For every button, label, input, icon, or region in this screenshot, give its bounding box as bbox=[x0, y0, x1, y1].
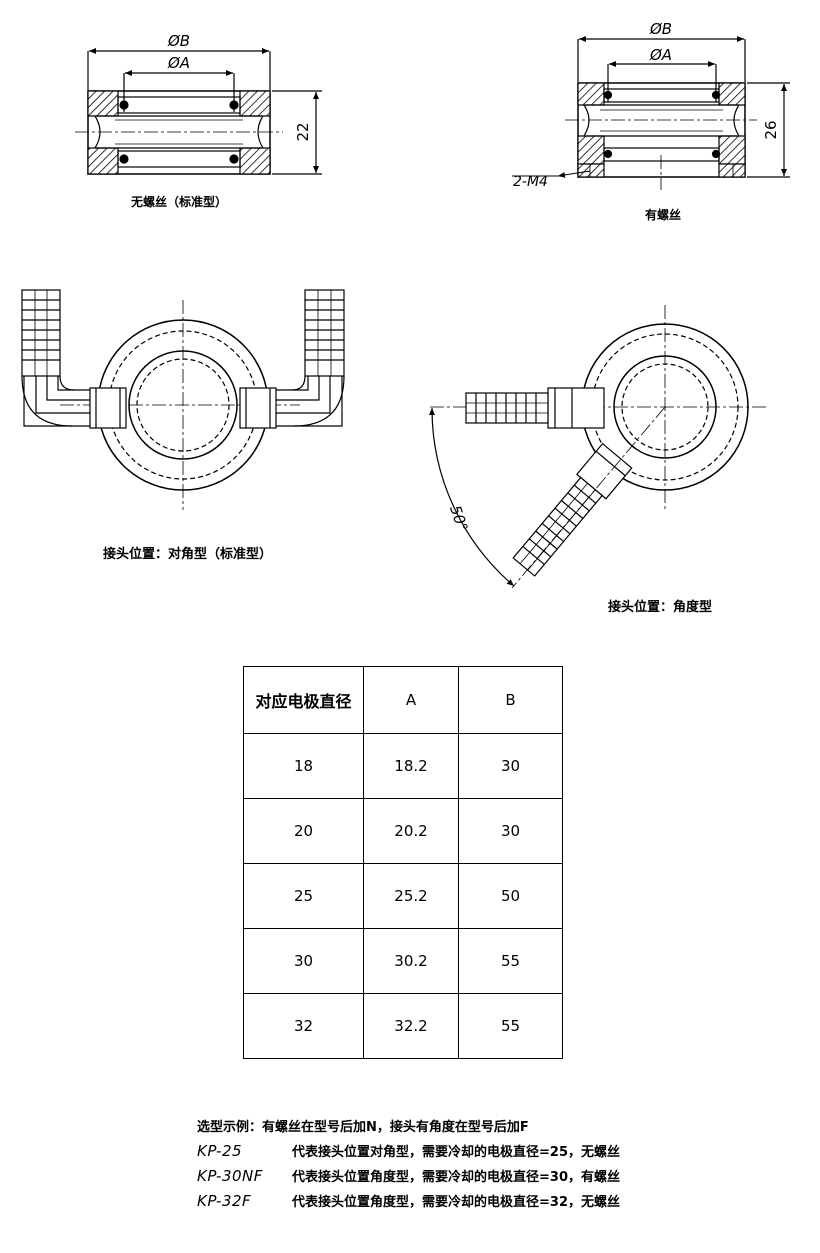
cell-b: 50 bbox=[458, 863, 563, 929]
cell-b: 30 bbox=[458, 733, 563, 799]
spec-table: 对应电极直径 A B 18 18.2 30 20 20.2 30 25 25.2… bbox=[243, 666, 563, 1059]
cell-a: 18.2 bbox=[363, 733, 459, 799]
header-a: A bbox=[363, 666, 459, 734]
height-label: 26 bbox=[762, 120, 780, 139]
cell-diameter: 18 bbox=[243, 733, 364, 799]
dim-inner-label: ØA bbox=[649, 46, 672, 64]
standard-caption: 无螺丝（标准型） bbox=[131, 195, 228, 209]
selection-notes: 选型示例：有螺丝在型号后加N，接头有角度在型号后加F KP-25 代表接头位置对… bbox=[197, 1113, 620, 1213]
height-label: 22 bbox=[294, 122, 312, 141]
table-row: 18 18.2 30 bbox=[243, 733, 563, 799]
cell-diameter: 25 bbox=[243, 863, 364, 929]
cell-a: 30.2 bbox=[363, 928, 459, 994]
model-description: 代表接头位置角度型，需要冷却的电极直径=30，有螺丝 bbox=[292, 1170, 620, 1185]
model-description: 代表接头位置对角型，需要冷却的电极直径=25，无螺丝 bbox=[292, 1145, 620, 1160]
cell-a: 20.2 bbox=[363, 798, 459, 864]
dim-outer-label: ØB bbox=[167, 32, 190, 50]
cell-b: 30 bbox=[458, 798, 563, 864]
note-example: KP-25 代表接头位置对角型，需要冷却的电极直径=25，无螺丝 bbox=[197, 1138, 620, 1163]
cell-a: 32.2 bbox=[363, 993, 459, 1059]
dim-inner-label: ØA bbox=[167, 54, 190, 72]
cell-diameter: 32 bbox=[243, 993, 364, 1059]
angle-label: 50° bbox=[446, 503, 471, 534]
standard-section-view bbox=[75, 48, 322, 175]
diagonal-caption: 接头位置：对角型（标准型） bbox=[103, 547, 273, 562]
screw-label: 2-M4 bbox=[513, 174, 548, 190]
cell-a: 25.2 bbox=[363, 863, 459, 929]
threaded-section-view bbox=[512, 36, 790, 190]
dim-outer-label: ØB bbox=[649, 20, 672, 38]
cell-diameter: 20 bbox=[243, 798, 364, 864]
header-electrode-diameter: 对应电极直径 bbox=[243, 666, 364, 734]
cell-b: 55 bbox=[458, 928, 563, 994]
table-row: 32 32.2 55 bbox=[243, 993, 563, 1059]
model-code: KP-30NF bbox=[197, 1166, 263, 1185]
table-row: 25 25.2 50 bbox=[243, 863, 563, 929]
table-header-row: 对应电极直径 A B bbox=[243, 666, 563, 734]
note-example: KP-30NF 代表接头位置角度型，需要冷却的电极直径=30，有螺丝 bbox=[197, 1163, 620, 1188]
table-row: 20 20.2 30 bbox=[243, 798, 563, 864]
diagonal-top-view bbox=[21, 289, 345, 510]
table-row: 30 30.2 55 bbox=[243, 928, 563, 994]
angled-caption: 接头位置：角度型 bbox=[608, 600, 713, 615]
angled-top-view bbox=[428, 305, 768, 589]
model-code: KP-32F bbox=[197, 1191, 252, 1210]
model-code: KP-25 bbox=[197, 1141, 243, 1160]
cell-diameter: 30 bbox=[243, 928, 364, 994]
notes-heading: 选型示例：有螺丝在型号后加N，接头有角度在型号后加F bbox=[197, 1120, 529, 1135]
model-description: 代表接头位置角度型，需要冷却的电极直径=32，无螺丝 bbox=[292, 1195, 620, 1210]
note-example: KP-32F 代表接头位置角度型，需要冷却的电极直径=32，无螺丝 bbox=[197, 1188, 620, 1213]
cell-b: 55 bbox=[458, 993, 563, 1059]
header-b: B bbox=[458, 666, 563, 734]
threaded-caption: 有螺丝 bbox=[645, 208, 682, 222]
